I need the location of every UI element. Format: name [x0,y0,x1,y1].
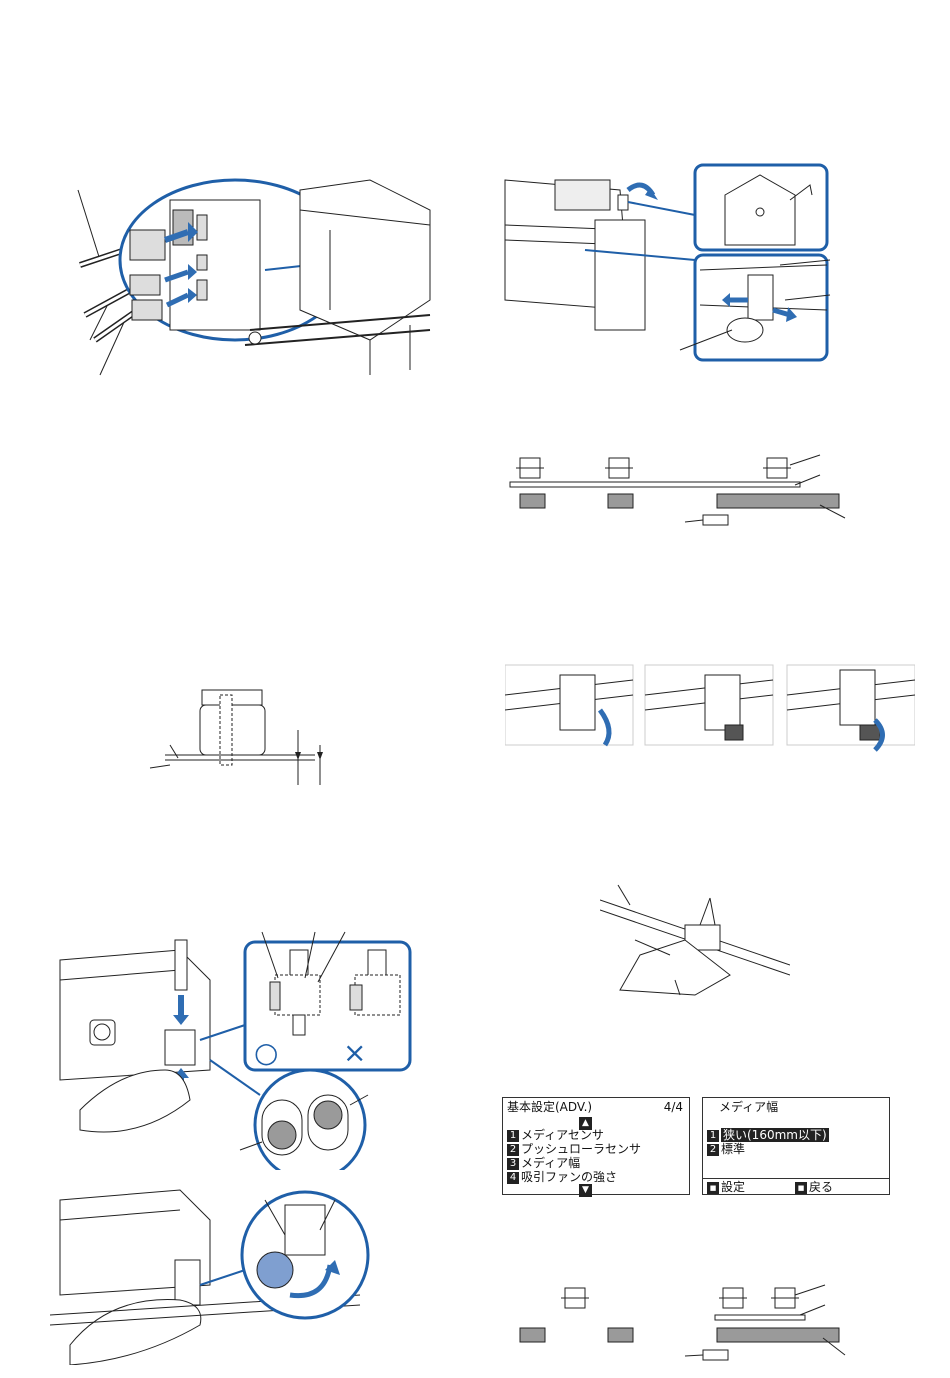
push-roller-left-lower [561,1288,589,1308]
lcd-set-button[interactable]: ■設定 [707,1180,745,1194]
push-roller-lever-figure [500,160,835,365]
grit-roller-center-lower [608,1328,633,1342]
lcd-back-button[interactable]: ■戻る [795,1180,833,1194]
interface-connection-figure [70,170,440,380]
lcd-left-page: 4/4 [664,1100,683,1114]
grit-roller-center [608,494,633,508]
grit-roller-left-lower [520,1328,545,1342]
grit-roller-left [520,494,545,508]
push-roller-center [605,458,633,478]
grit-roller-long-lower [717,1328,839,1342]
bad-cross-icon: × [343,1036,366,1069]
lever-step-3 [787,665,915,750]
cutter-tighten-figure [50,1175,370,1365]
cutter-holder-lever-figure [505,655,915,755]
blade-depth-figure [140,680,340,790]
push-roller-right [763,458,791,478]
good-circle-icon: ○ [254,1036,278,1069]
lcd-right-title: メディア幅 [719,1100,778,1114]
narrow-media-figure [600,880,790,1010]
lever-step-1 [505,665,633,745]
lever-step-2 [645,665,773,745]
scroll-down-icon[interactable]: ▼ [579,1184,592,1197]
lcd-left-title: 基本設定(ADV.) [507,1100,592,1114]
push-roller-narrow-positions-figure [505,1280,850,1365]
push-roller-right-lower [771,1288,799,1308]
push-roller-positions-figure [505,450,850,530]
push-roller-center-lower [719,1288,747,1308]
push-roller-left [516,458,544,478]
